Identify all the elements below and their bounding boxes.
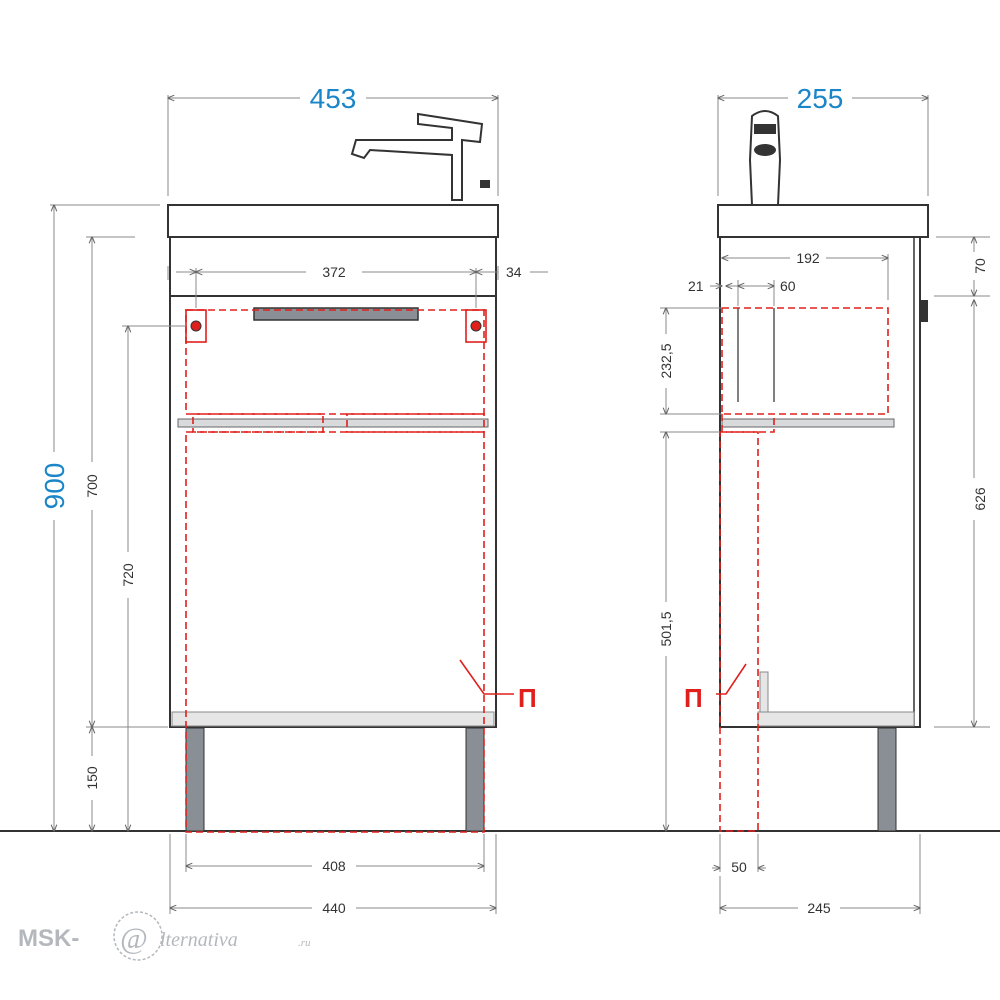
dim-front-height: 900 [39, 463, 70, 510]
pipe-marker-side: П [684, 683, 703, 713]
faucet-side [748, 110, 782, 206]
faucet-front [350, 112, 490, 201]
dim-side-height: 626 [972, 487, 988, 511]
dim-top-offset: 70 [972, 258, 988, 274]
install-zone-upper [185, 309, 485, 415]
shelf-side [721, 418, 895, 428]
drawer-handle [253, 307, 419, 321]
dim-legs-height: 150 [84, 766, 100, 790]
svg-text:lternativa: lternativa [160, 929, 238, 951]
dim-offset-b: 60 [780, 278, 796, 294]
svg-text:@: @ [120, 922, 148, 955]
leg-side [877, 727, 897, 832]
dim-front-width: 453 [310, 83, 357, 114]
dim-hole-offset: 34 [506, 264, 522, 280]
install-zone-lower [185, 431, 485, 833]
dim-pipe-width: 50 [731, 859, 747, 875]
dim-base-width: 440 [322, 900, 346, 916]
pipe-zone-side [719, 431, 759, 832]
mount-hole-right [465, 309, 487, 343]
dim-pipe-height: 501,5 [658, 611, 674, 646]
watermark-logo: MSK- @ lternativa .ru [18, 911, 311, 961]
dim-zone-width: 408 [322, 858, 346, 874]
dim-hole-height: 720 [120, 563, 136, 587]
dim-inner-width: 192 [796, 250, 820, 266]
basin-front [167, 204, 499, 238]
dim-hole-spacing: 372 [322, 264, 346, 280]
svg-text:MSK-: MSK- [18, 925, 79, 952]
cabinet-side [719, 236, 921, 728]
pipe-marker-front: П [518, 683, 537, 713]
dim-side-width: 255 [797, 83, 844, 114]
leg-front-right [465, 727, 485, 832]
basin-side [717, 204, 929, 238]
dim-body-height: 700 [84, 474, 100, 498]
front-view: П 453 372 34 900 700 150 [39, 83, 548, 916]
side-view: П 255 192 21 60 232,5 501,5 [658, 83, 990, 916]
install-zone-side [721, 307, 889, 415]
shelf-front [177, 418, 489, 428]
dim-base-depth: 245 [807, 900, 831, 916]
svg-text:.ru: .ru [298, 937, 311, 949]
dim-offset-a: 21 [688, 278, 704, 294]
leg-front-left [185, 727, 205, 832]
dim-zone-height: 232,5 [658, 343, 674, 378]
